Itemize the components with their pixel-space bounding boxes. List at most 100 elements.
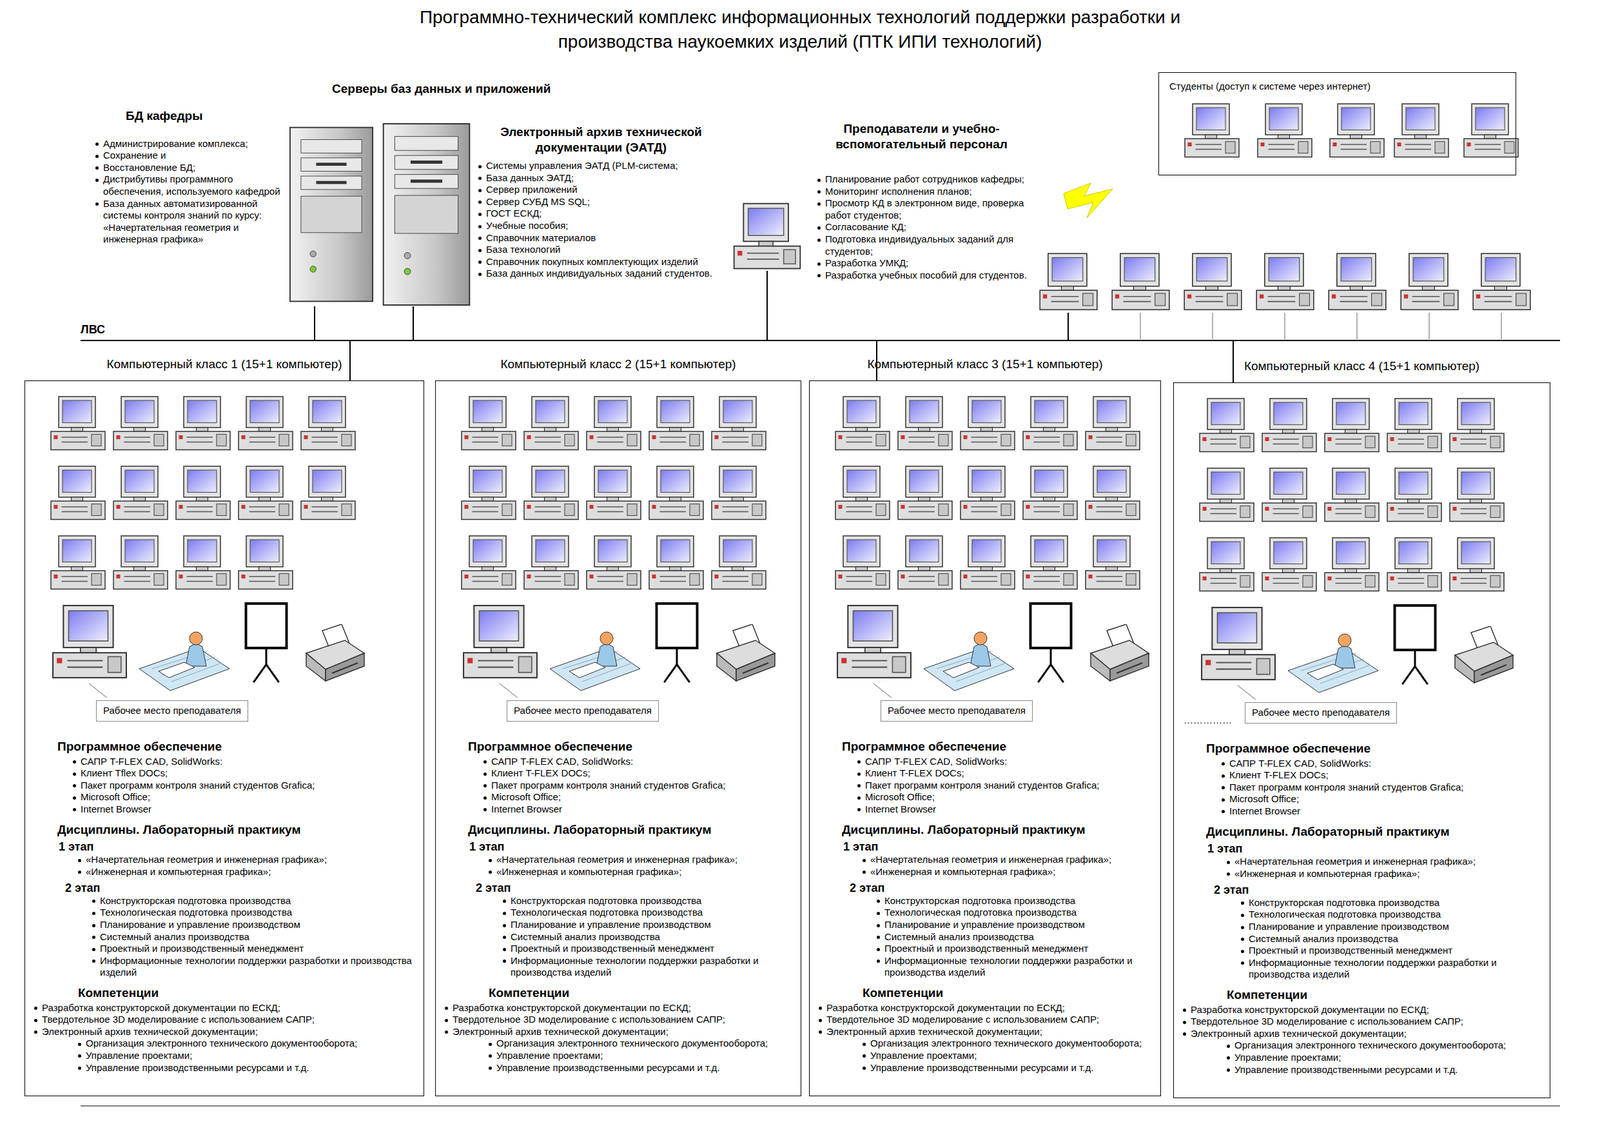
printer-symbol (1454, 625, 1513, 683)
bullet-item: Пакет программ контроля знаний студентов… (482, 779, 795, 792)
student-computer (1324, 468, 1379, 522)
student-computer (50, 396, 106, 450)
callout-text: Рабочее место преподавателя (887, 704, 1026, 717)
student-computer (1324, 537, 1379, 592)
printer-symbol (306, 624, 365, 681)
stage-heading: 1 этап (1207, 841, 1544, 856)
stage-heading: 2 этап (475, 880, 795, 895)
bullet-item: «Начертательная геометрия и инженерная г… (76, 853, 418, 866)
bullet-item: «Инженерная и компьютерная графика»; (487, 865, 795, 879)
bullet-item: Технологическая подготовка производства (875, 906, 1154, 919)
stage-heading: 2 этап (65, 880, 418, 895)
lan-drop (1067, 312, 1069, 341)
staff-computer (1112, 253, 1170, 310)
bullet-item: Проектный и производственный менеджмент (90, 942, 418, 955)
bullet-item: Конструкторская подготовка производства (875, 894, 1154, 908)
bullet-item: Пакет программ контроля знаний студентов… (1220, 781, 1544, 794)
section-heading: Дисциплины. Лабораторный практикум (57, 821, 418, 838)
bullet-item: Управление производственными ресурсами и… (487, 1061, 795, 1074)
computer-class-box: Компьютерный класс 4 (15+1 компьютер)Про… (1173, 382, 1551, 1098)
bullet-item: ГОСТ ЕСКД; (477, 207, 726, 220)
bullet-item: Управление проектами; (861, 1049, 1154, 1062)
bullet-item: Планирование и управление производством (501, 918, 795, 931)
student-computer (711, 535, 766, 590)
student-computer (1262, 468, 1317, 522)
students-box: Студенты (доступ к системе через интерне… (1158, 72, 1517, 176)
bullet-item: «Инженерная и компьютерная графика»; (76, 865, 418, 879)
callout-text: Рабочее место преподавателя (103, 704, 242, 717)
info-block: Преподаватели и учебно-вспомогательный п… (813, 114, 1030, 282)
bullet-item: Электронный архив технической документац… (32, 1025, 418, 1038)
bullet-item: Конструкторская подготовка производства (501, 894, 795, 908)
lan-wires (80, 270, 1561, 1106)
section-heading: Программное обеспечение (468, 738, 795, 755)
student-computer (238, 466, 293, 520)
bullet-item: Конструкторская подготовка производства (90, 894, 418, 908)
bullet-item: Разработка УМКД; (816, 257, 1030, 270)
bullet-item: Организация электронного технического до… (1225, 1039, 1544, 1052)
bullet-item: Microsoft Office; (1220, 792, 1544, 806)
bullet-item: «Начертательная геометрия и инженерная г… (1225, 855, 1544, 868)
diagram-title: Программно-технический комплекс информац… (380, 5, 1220, 55)
teacher-workstation (837, 605, 911, 678)
network-label: ЛВС (80, 322, 106, 337)
bullet-item: Управление производственными ресурсами и… (76, 1061, 418, 1074)
teacher-figure (139, 631, 230, 691)
bullet-item: Internet Browser (856, 803, 1154, 816)
bullet-item: Технологическая подготовка производства (1239, 908, 1544, 921)
student-computer (1463, 103, 1519, 158)
bullet-item: Согласование КД; (816, 221, 1030, 234)
bullet-item: Сохранение и (94, 149, 287, 162)
bullet-item: САПР T-FLEX CAD, SolidWorks: (71, 755, 418, 768)
stage-heading: 2 этап (1213, 882, 1544, 897)
student-computer (524, 466, 579, 520)
bullet-item: Просмотр КД в электронном виде, проверка… (816, 197, 1030, 222)
bullet-item: Электронный архив технической документац… (443, 1025, 795, 1038)
student-computer (1257, 103, 1312, 158)
callout-box: Рабочее место преподавателя (880, 700, 1033, 722)
section-heading: Компетенции (488, 985, 795, 1001)
student-computer (1199, 398, 1254, 452)
bullet-item: Организация электронного технического до… (76, 1037, 418, 1050)
bullet-item: База технологий (477, 243, 726, 256)
bullet-item: «Инженерная и компьютерная графика»; (1225, 867, 1544, 880)
bullet-item: Подготовка индивидуальных заданий для ст… (816, 233, 1030, 258)
student-computer (1449, 468, 1504, 522)
student-computer (301, 396, 356, 450)
student-computer (113, 535, 168, 590)
teacher-figure (923, 631, 1015, 691)
bullet-item: Клиент T-FLEX DOCs; (856, 767, 1154, 780)
class-heading: Компьютерный класс 2 (15+1 компьютер) (435, 356, 801, 372)
bullet-item: Управление проектами; (487, 1049, 795, 1062)
bullet-item: «Начертательная геометрия и инженерная г… (861, 853, 1154, 866)
bullet-item: Электронный архив технической документац… (1181, 1027, 1544, 1040)
bullet-item: Информационные технологии поддержки разр… (1239, 956, 1544, 981)
student-computer (50, 466, 106, 520)
bullet-item: Microsoft Office; (856, 790, 1154, 804)
bullet-item: Твердотельное 3D моделирование с использ… (32, 1013, 418, 1026)
bullet-item: Управление проектами; (76, 1049, 418, 1062)
bullet-item: «Начертательная геометрия и инженерная г… (487, 853, 795, 866)
bullet-item: Разработка конструкторской документации … (443, 1001, 795, 1015)
bullet-item: База данных индивидуальных заданий студе… (477, 267, 726, 280)
bullet-item: Системный анализ производства (1239, 932, 1544, 946)
bullet-item: Internet Browser (71, 803, 418, 816)
bullet-item: Разработка конструкторской документации … (817, 1001, 1154, 1015)
student-computer (960, 535, 1015, 590)
student-computer (524, 535, 579, 590)
student-computer (1085, 466, 1140, 520)
callout-box: Рабочее место преподавателя (96, 700, 249, 722)
projection-screen (656, 603, 697, 683)
bullet-item: Internet Browser (482, 803, 795, 816)
student-computer (461, 535, 516, 590)
bullet-item: Информационные технологии поддержки разр… (875, 954, 1154, 979)
bullet-item: Администрирование комплекса; (94, 137, 287, 151)
bottom-rule (80, 1105, 1561, 1107)
student-computer (835, 396, 890, 450)
bullet-item: Системный анализ производства (501, 930, 795, 944)
wireless-link-symbol (1063, 183, 1113, 218)
staff-computer (1400, 253, 1459, 310)
section-heading: Дисциплины. Лабораторный практикум (1206, 823, 1544, 840)
student-computer (238, 396, 293, 450)
bullet-item: Разработка учебных пособий для студентов… (816, 269, 1030, 282)
